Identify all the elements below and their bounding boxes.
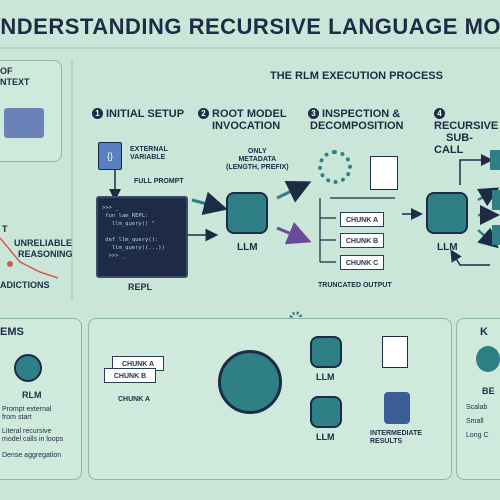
chunk-b: CHUNK B xyxy=(340,233,384,248)
left-marker: T xyxy=(2,224,8,234)
variable-doc-icon: {} xyxy=(98,142,122,170)
bottom-right-sub: BE xyxy=(482,386,495,396)
only-metadata-label: ONLY METADATA (LENGTH, PREFIX) xyxy=(226,148,289,171)
bottom-left-heading: EMS xyxy=(0,326,24,338)
rlm-brain-icon xyxy=(14,354,42,382)
document-stack-icon xyxy=(4,108,44,138)
key-item-3: Long C xyxy=(466,432,489,439)
repl-code: >>> _ fun lam_REPL: llm_query() " def ll… xyxy=(102,205,165,259)
bottom-chunk-a-label: CHUNK A xyxy=(118,396,151,403)
left-heading-2: NTEXT xyxy=(0,77,30,87)
process-heading: THE RLM EXECUTION PROCESS xyxy=(270,70,443,82)
key-item-1: Scalab xyxy=(466,404,488,411)
reasoning-label: REASONING xyxy=(18,249,73,259)
subcall-box-3 xyxy=(492,225,500,245)
document-icon xyxy=(370,156,398,190)
llm-label-step2: LLM xyxy=(237,242,258,253)
repl-label: REPL xyxy=(128,282,153,292)
truncated-output-label: TRUNCATED OUTPUT xyxy=(318,282,392,289)
brain-chip-icon-step4 xyxy=(426,192,468,234)
benefit-item-1: Prompt external from start xyxy=(2,406,52,421)
result-document-icon xyxy=(382,336,408,368)
benefit-item-2: Literal recursive model calls in loops xyxy=(2,428,64,443)
brain-chip-icon xyxy=(226,192,268,234)
benefit-item-3: Dense aggregation xyxy=(2,452,62,459)
bottom-llm-top-label: LLM xyxy=(316,372,335,382)
bottom-llm-top-icon xyxy=(310,336,342,368)
external-variable-label: EXTERNAL VARIABLE xyxy=(130,146,168,161)
left-heading-1: OF xyxy=(0,66,13,76)
llm-label-step4: LLM xyxy=(437,242,458,253)
bottom-right-heading: K xyxy=(480,326,488,338)
rlm-label: RLM xyxy=(22,390,42,400)
database-icon xyxy=(384,392,410,424)
bottom-llm-bottom-label: LLM xyxy=(316,432,335,442)
central-brain-icon xyxy=(218,350,282,414)
key-item-2: Small xyxy=(466,418,484,425)
chunk-a: CHUNK A xyxy=(340,212,384,227)
subcall-box-2 xyxy=(492,190,500,210)
unreliable-label: UNRELIABLE xyxy=(14,238,72,248)
page-title: UNDERSTANDING RECURSIVE LANGUAGE MODELS xyxy=(0,14,500,39)
repl-terminal: >>> _ fun lam_REPL: llm_query() " def ll… xyxy=(96,196,188,278)
subcall-box-1 xyxy=(490,150,500,170)
bottom-left-panel xyxy=(0,318,82,480)
full-prompt-label: FULL PROMPT xyxy=(134,178,184,185)
bottom-right-panel xyxy=(456,318,500,480)
contradictions-label: ADICTIONS xyxy=(0,280,50,290)
intermediate-results-label: INTERMEDIATE RESULTS xyxy=(370,430,422,445)
key-icon xyxy=(476,346,500,372)
chunk-c: CHUNK C xyxy=(340,255,384,270)
bottom-llm-bottom-icon xyxy=(310,396,342,428)
bottom-chunk-b: CHUNK B xyxy=(104,368,156,383)
gear-icon xyxy=(318,150,352,184)
